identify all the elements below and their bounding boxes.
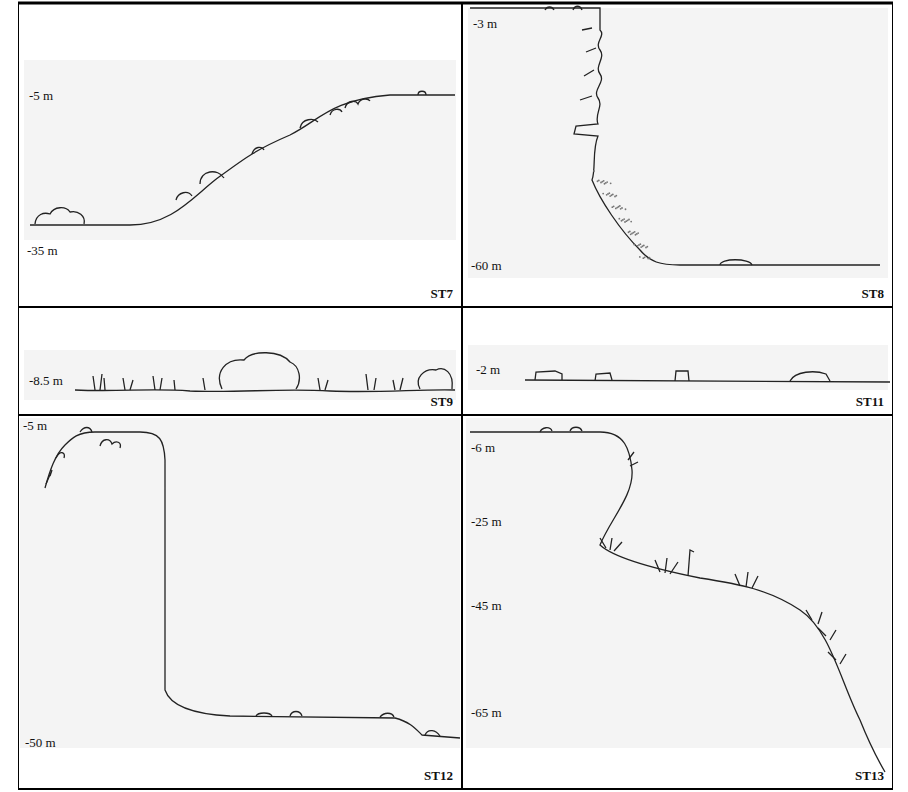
sediment-dot	[621, 220, 623, 222]
station-panel: -3 m -60 m ST8	[462, 3, 893, 307]
station-panel: -5 m -35 m ST7	[18, 3, 462, 307]
sediment-dot	[630, 221, 632, 223]
sediment-dot	[642, 257, 644, 259]
station-label: ST9	[431, 395, 453, 408]
sediment-dot	[645, 247, 647, 249]
station-label: ST7	[431, 287, 453, 300]
depth-label: -3 m	[473, 17, 497, 30]
sediment-dot	[640, 246, 642, 248]
depth-label: -8.5 m	[29, 374, 63, 387]
station-label: ST12	[424, 769, 453, 782]
sediment-dot	[624, 221, 626, 223]
sediment-dot	[609, 195, 611, 197]
depth-label: -65 m	[471, 706, 502, 719]
sediment-dot	[625, 208, 627, 210]
depth-label: -5 m	[29, 89, 53, 102]
station-label: ST11	[856, 395, 884, 408]
sediment-dot	[615, 208, 617, 210]
sediment-dot	[635, 234, 637, 236]
sediment-dot	[620, 208, 622, 210]
sediment-dot	[637, 245, 639, 247]
sediment-dot	[618, 218, 620, 220]
sediment-dot	[602, 193, 604, 195]
sediment-dot	[604, 183, 606, 185]
sediment-dot	[606, 194, 608, 196]
sediment-dot	[628, 231, 630, 233]
panel-ground	[20, 8, 891, 748]
station-label: ST13	[855, 769, 884, 782]
depth-label: -6 m	[471, 441, 495, 454]
station-panel: -2 m ST11	[462, 307, 893, 415]
sediment-dot	[614, 196, 616, 198]
sediment-dot	[647, 258, 649, 260]
sediment-dot	[597, 180, 599, 182]
sediment-dot	[610, 182, 612, 184]
sediment-dot	[600, 182, 602, 184]
sediment-dot	[639, 256, 641, 258]
station-label: ST8	[862, 287, 884, 300]
depth-label: -60 m	[471, 259, 502, 272]
sediment-dot	[593, 170, 595, 172]
station-panel: -6 m -25 m -45 m -65 m ST13	[462, 415, 893, 790]
station-panel: -5 m -50 m ST12	[18, 415, 462, 790]
profile-lines	[30, 6, 890, 772]
sediment-dot	[630, 233, 632, 235]
depth-label: -2 m	[476, 363, 500, 376]
depth-label: -50 m	[25, 736, 56, 749]
sediment-dot	[611, 206, 613, 208]
sediment-dots	[593, 170, 650, 259]
depth-label: -25 m	[471, 515, 502, 528]
depth-label: -45 m	[471, 599, 502, 612]
sediment-dot	[633, 244, 635, 246]
depth-label: -5 m	[23, 419, 47, 432]
depth-label: -35 m	[27, 244, 58, 257]
station-panel: -8.5 m ST9	[18, 307, 462, 415]
